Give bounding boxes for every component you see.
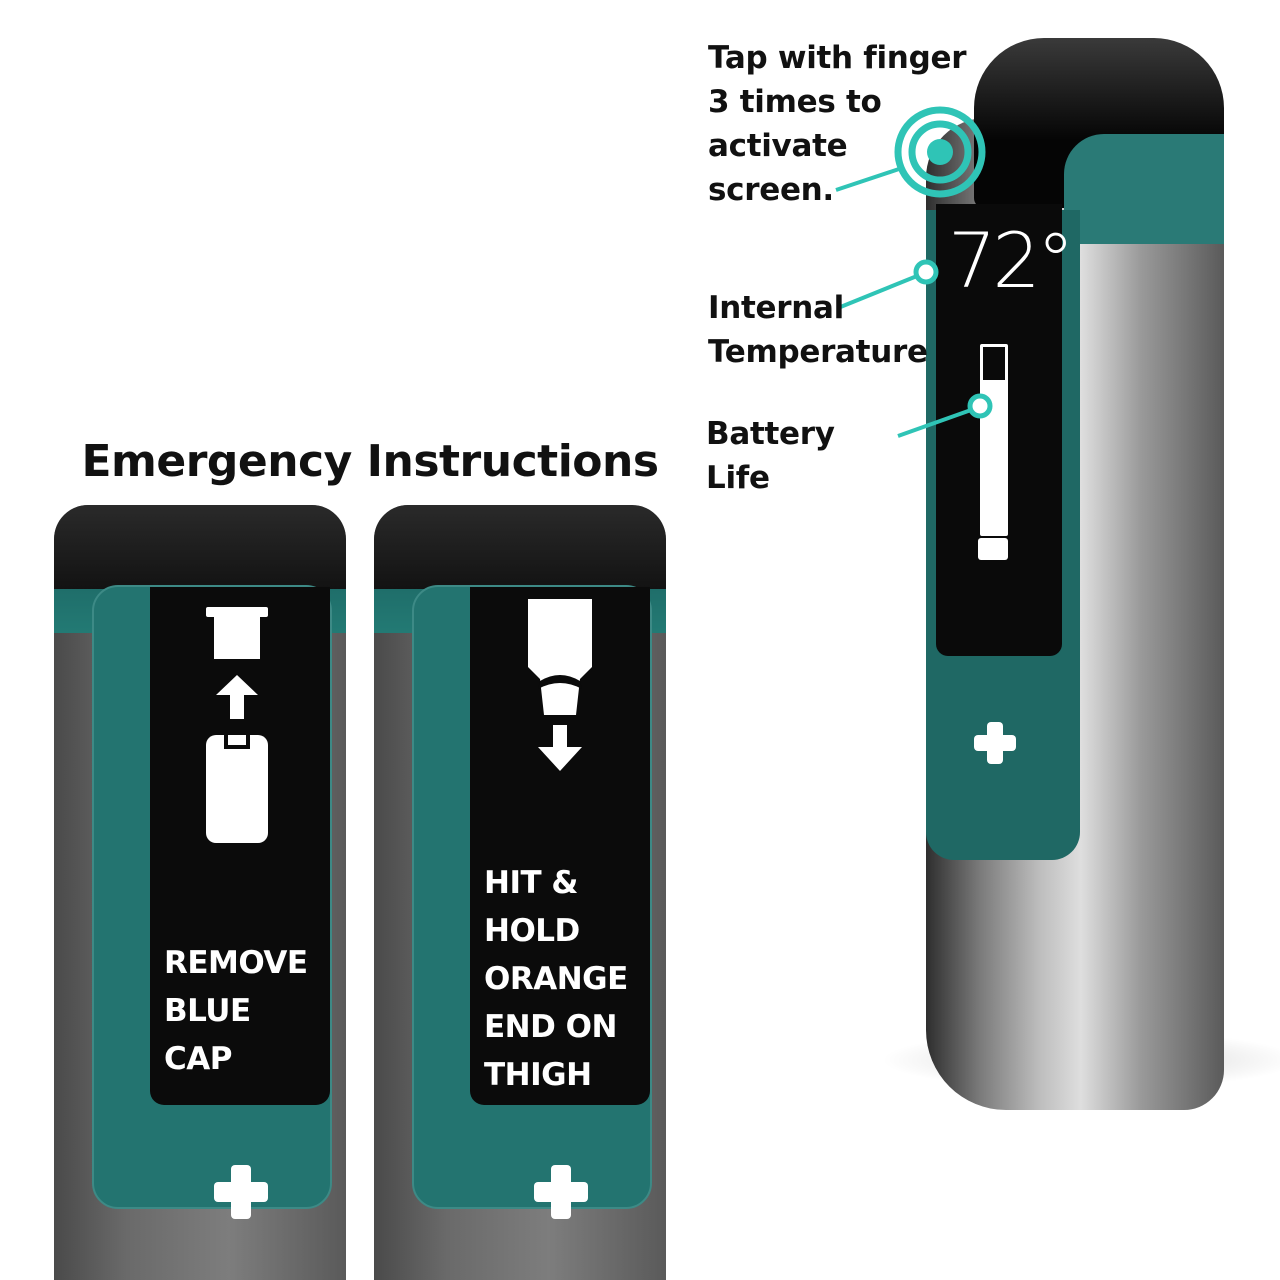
arrow-down-icon (538, 725, 582, 771)
temperature-callout-label: Internal Temperature (708, 290, 928, 370)
temperature-readout: 72° (948, 216, 1075, 305)
pen-panel: REMOVE BLUE CAP (92, 585, 332, 1219)
battery-fill (983, 380, 1005, 533)
pen-hit-hold: HIT & HOLD ORANGE END ON THIGH (374, 505, 666, 1280)
battery-base (978, 538, 1008, 560)
pen-panel: HIT & HOLD ORANGE END ON THIGH (412, 585, 652, 1219)
battery-callout-label: Battery Life (706, 416, 835, 496)
remove-cap-illustration (206, 607, 268, 843)
device: 72° (918, 38, 1224, 1110)
device-teal-band (1064, 134, 1224, 244)
pen-tip-icon (528, 599, 592, 715)
cross-icon (974, 722, 1016, 764)
hit-hold-illustration (528, 599, 592, 771)
page-title: Emergency Instructions (81, 436, 659, 487)
pen-screen: REMOVE BLUE CAP (150, 587, 330, 1105)
pen-remove-cap: REMOVE BLUE CAP (54, 505, 346, 1280)
arrow-up-icon (216, 675, 258, 719)
pen-body-icon (206, 735, 268, 843)
cross-icon (534, 1165, 588, 1219)
battery-icon (980, 344, 1008, 536)
cross-icon (214, 1165, 268, 1219)
pen-screen: HIT & HOLD ORANGE END ON THIGH (470, 587, 650, 1105)
tap-callout-label: Tap with finger 3 times to activate scre… (708, 40, 967, 208)
cap-icon (206, 607, 268, 659)
pen-right-instruction: HIT & HOLD ORANGE END ON THIGH (484, 865, 628, 1093)
pen-left-instruction: REMOVE BLUE CAP (164, 945, 308, 1077)
